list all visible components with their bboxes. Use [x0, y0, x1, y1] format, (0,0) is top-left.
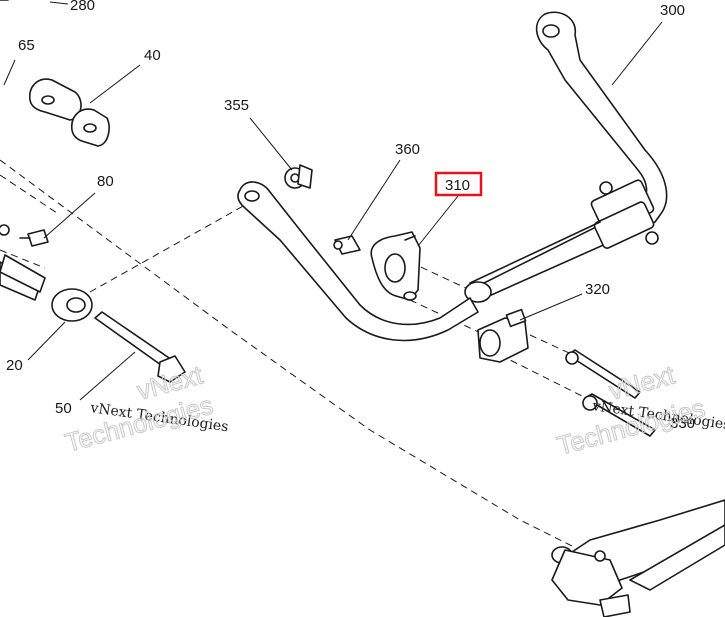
- stabilizer-bar-300[interactable]: [464, 11, 668, 303]
- svg-text:vNext: vNext: [606, 359, 679, 405]
- control-arm[interactable]: [551, 499, 725, 617]
- callout-65[interactable]: 65: [18, 37, 35, 54]
- callout-40[interactable]: 40: [144, 47, 161, 64]
- callout-360[interactable]: 360: [395, 141, 420, 158]
- callout-310[interactable]: 310: [445, 177, 470, 194]
- assembly-dashed-lines: [0, 159, 601, 561]
- callout-50[interactable]: 50: [55, 400, 72, 417]
- long-bolt-50[interactable]: [94, 311, 186, 383]
- callout-320[interactable]: 320: [585, 281, 610, 298]
- callouts: 280 65 40 355 80 360 310 300 320 20 50 3…: [6, 0, 695, 432]
- callout-330[interactable]: 330: [670, 415, 695, 432]
- washers-40[interactable]: [29, 78, 110, 147]
- grease-fitting-360[interactable]: [333, 235, 361, 255]
- watermark-left: vNext Technologies vNext Technologies: [61, 359, 229, 458]
- callout-20[interactable]: 20: [6, 357, 23, 374]
- callout-310-highlight-box: [434, 171, 483, 197]
- leader-lines: [3, 1, 663, 401]
- callout-80[interactable]: 80: [97, 173, 114, 190]
- bushing-20[interactable]: [0, 254, 93, 322]
- link-rod-355[interactable]: [237, 164, 479, 342]
- bracket-310[interactable]: [370, 231, 421, 301]
- callout-280[interactable]: 280: [70, 0, 95, 14]
- watermark-right: vNext Technologies vNext Technologies: [553, 359, 725, 461]
- cotter-pin-80[interactable]: [19, 229, 49, 247]
- callout-300[interactable]: 300: [660, 2, 685, 19]
- bushing-320[interactable]: [477, 308, 529, 363]
- left-edge-parts: [0, 0, 10, 236]
- bolts-330[interactable]: [565, 349, 656, 437]
- callout-355[interactable]: 355: [224, 97, 249, 114]
